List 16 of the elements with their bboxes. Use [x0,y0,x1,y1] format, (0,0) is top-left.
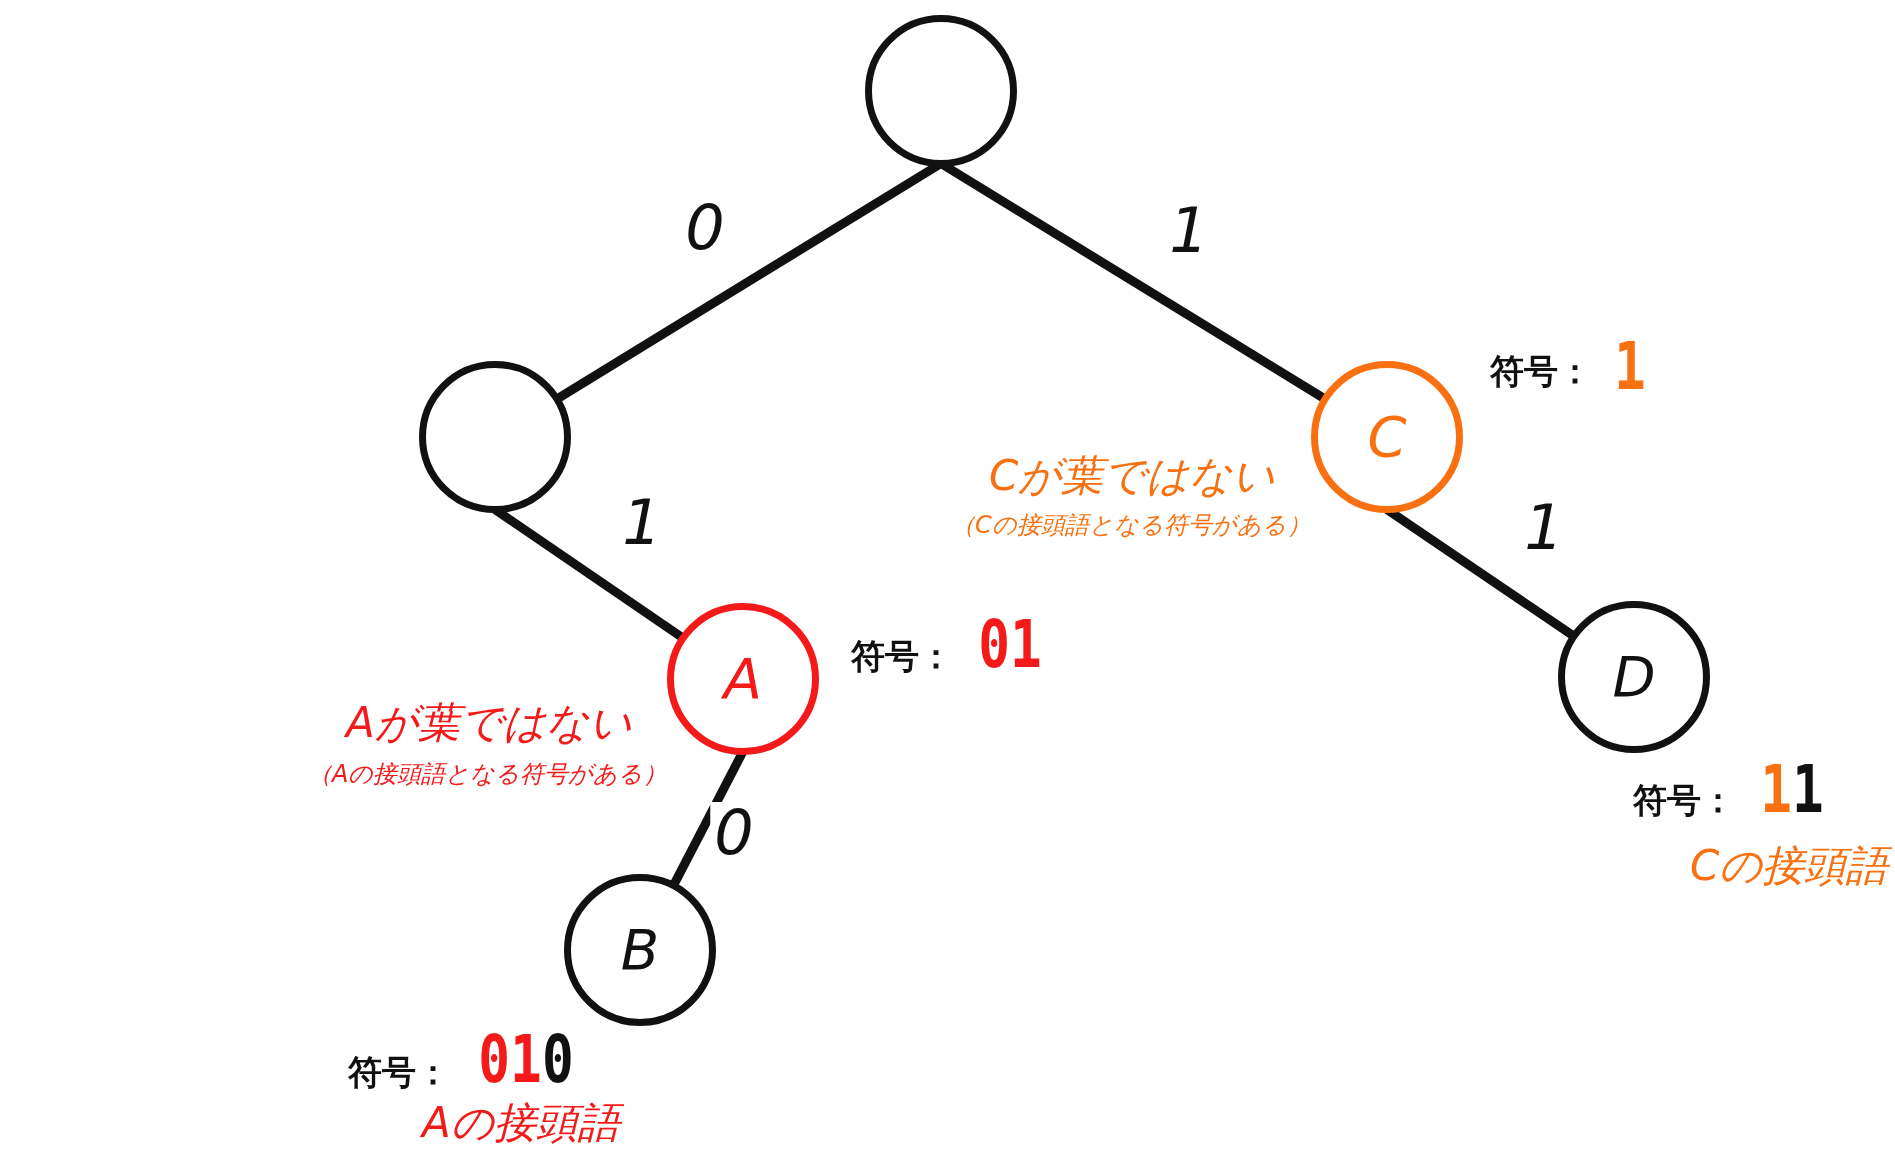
node-letter: C [1367,409,1407,465]
code-value: 1 [1614,334,1646,400]
note-subtext: （Cの接頭語となる符号がある） [951,513,1311,537]
code-value: 01 [978,612,1042,678]
node-letter: A [723,651,763,707]
node-letter: D [1612,649,1656,705]
note-text: Aが葉ではない [346,702,632,744]
code-label: 符号： [1490,354,1592,388]
code-label: 符号： [851,639,953,673]
code-label: 符号： [348,1055,450,1089]
code-value: 11 [1760,757,1824,823]
node-letter: B [620,922,660,978]
note-subtext: （Aの接頭語となる符号がある） [308,762,668,786]
note-text: Cが葉ではない [989,455,1276,497]
code-label: 符号： [1633,783,1735,817]
code-value: 010 [478,1027,574,1093]
